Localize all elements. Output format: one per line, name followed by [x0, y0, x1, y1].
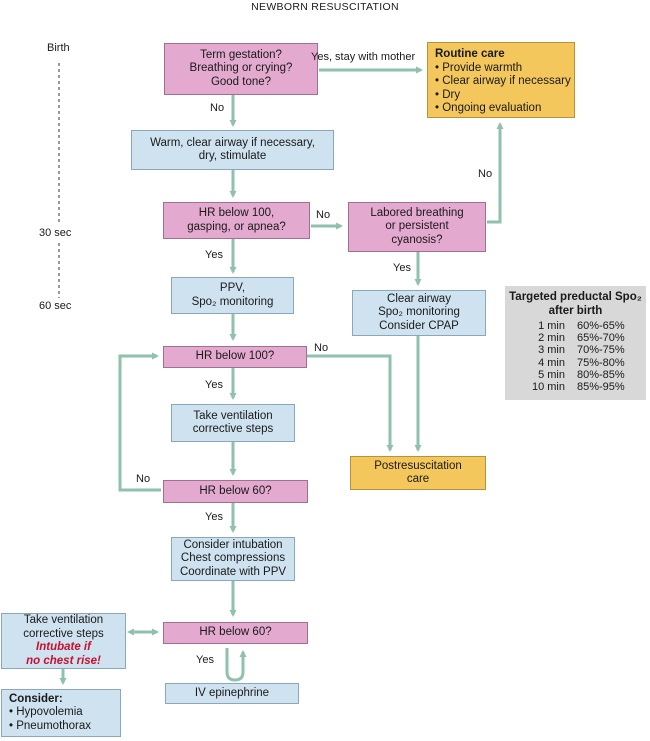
node-line: Postresuscitation [374, 459, 462, 472]
node-line: Take ventilation [193, 409, 273, 422]
spo2-row: 10 min 85%-95% [505, 381, 637, 393]
edge-label-yes: Yes [205, 511, 223, 523]
node-hr-below-60-b: HR below 60? [163, 622, 308, 644]
timeline-birth: Birth [47, 42, 70, 54]
node-line: Chest compressions [180, 552, 286, 565]
spo2-range: 85%-95% [577, 381, 625, 394]
node-line: HR below 100, [198, 207, 275, 219]
spo2-heading: Targeted preductal Spo₂ [509, 291, 642, 303]
arrow-hr60b-epi [225, 648, 247, 682]
node-postresuscitation-care: Postresuscitation care [350, 456, 486, 490]
edge-label-no: No [314, 342, 329, 354]
routine-care-item: Provide warmth [435, 62, 522, 76]
spo2-row: 1 min 60%-65% [505, 320, 637, 332]
node-labored-breathing: Labored breathing or persistent cyanosis… [348, 202, 486, 252]
edge-label-yes: Yes [196, 654, 214, 666]
consider-item: Hypovolemia [9, 706, 82, 720]
edge-label-no: No [136, 473, 151, 485]
consider-item: Pneumothorax [9, 720, 91, 734]
node-line: Consider CPAP [379, 319, 459, 332]
node-line: cyanosis? [391, 233, 443, 246]
node-clear-airway-cpap: Clear airway Spo₂ monitoring Consider CP… [352, 290, 486, 336]
edge-label-yes: Yes [205, 379, 223, 391]
node-routine-care: Routine care Provide warmth Clear airway… [427, 42, 575, 118]
arrow-hr60-loop [118, 352, 161, 492]
spo2-row: 5 min 80%-85% [505, 369, 637, 381]
node-line: PPV, [219, 282, 246, 294]
node-line: care [406, 473, 430, 485]
spo2-row: 2 min 65%-70% [505, 332, 637, 344]
edge-label-no: No [210, 102, 225, 114]
routine-care-item: Ongoing evaluation [435, 102, 541, 116]
edge-label-yes: Yes [393, 262, 411, 274]
node-take-ventilation-2: Take ventilation corrective steps Intuba… [1, 613, 126, 669]
node-line: IV epinephrine [194, 686, 270, 699]
node-line: HR below 60? [199, 484, 272, 497]
timeline-30sec: 30 sec [39, 227, 72, 239]
node-line: Consider intubation [183, 538, 283, 551]
node-consider-intubation: Consider intubation Chest compressions C… [171, 537, 295, 581]
spo2-range: 70%-75% [577, 344, 625, 357]
edge-label-yes: Yes [205, 249, 223, 261]
spo2-time: 5 min [538, 368, 565, 381]
spo2-range: 80%-85% [577, 368, 625, 381]
node-consider: Consider: Hypovolemia Pneumothorax [1, 689, 121, 737]
spo2-time: 2 min [538, 332, 565, 345]
node-line: or persistent [385, 220, 449, 233]
routine-care-heading: Routine care [435, 48, 505, 60]
node-hr-below-60-a: HR below 60? [163, 480, 308, 503]
node-warm-stimulate: Warm, clear airway if necessary, dry, st… [131, 130, 334, 170]
spo2-range: 60%-65% [577, 320, 625, 332]
node-line: dry, stimulate [198, 150, 267, 162]
spo2-range: 75%-80% [577, 356, 625, 369]
spo2-target-panel: Targeted preductal Spo₂ after birth [505, 286, 646, 400]
routine-care-item: Clear airway if necessary [435, 75, 570, 89]
arrow-labored-routine [487, 122, 504, 224]
node-line: Term gestation? [200, 48, 282, 61]
node-line: HR below 60? [199, 626, 272, 639]
node-line: corrective steps [192, 423, 274, 435]
diagram-title: NEWBORN RESUSCITATION [251, 1, 399, 13]
node-line: gasping, or apnea? [187, 220, 286, 233]
edge-label-no: No [478, 168, 493, 180]
intubate-warning: Intubate if [36, 641, 91, 653]
spo2-row: 4 min 75%-80% [505, 357, 637, 369]
node-line: Coordinate with PPV [179, 565, 287, 578]
spo2-time: 1 min [538, 320, 565, 332]
node-line: HR below 100? [195, 350, 275, 363]
node-ppv: PPV, Spo₂ monitoring [171, 277, 294, 314]
edge-label-no: No [316, 209, 331, 221]
spo2-time: 4 min [538, 356, 565, 369]
node-iv-epinephrine: IV epinephrine [165, 683, 299, 704]
node-line: Breathing or crying? [189, 62, 293, 75]
arrow-hr100-post [307, 354, 394, 452]
node-line: Warm, clear airway if necessary, [150, 136, 315, 149]
timeline-60sec: 60 sec [39, 300, 72, 312]
node-line: Spo₂ monitoring [378, 306, 460, 319]
intubate-warning: no chest rise! [26, 654, 101, 667]
node-line: corrective steps [23, 627, 104, 640]
spo2-row: 3 min 70%-75% [505, 344, 637, 356]
node-line: Clear airway [387, 292, 451, 305]
node-hr-below-100-apnea: HR below 100, gasping, or apnea? [163, 202, 310, 239]
node-take-ventilation-1: Take ventilation corrective steps [171, 404, 295, 442]
spo2-range: 65%-70% [577, 332, 625, 345]
spo2-heading: after birth [548, 304, 603, 317]
routine-care-item: Dry [435, 89, 460, 103]
spo2-time: 3 min [538, 344, 565, 357]
node-hr-below-100: HR below 100? [163, 346, 307, 368]
node-line: Spo₂ monitoring [191, 295, 274, 308]
node-line: Take ventilation [23, 614, 104, 626]
node-line: Labored breathing [370, 206, 464, 219]
consider-heading: Consider: [9, 692, 63, 705]
node-initial-assessment: Term gestation? Breathing or crying? Goo… [164, 43, 318, 95]
spo2-target-table: 1 min 60%-65% 2 min 65%-70% 3 min 70%-75% 4… [505, 320, 637, 393]
edge-label-yes-stay: Yes, stay with mother [311, 51, 416, 63]
spo2-time: 10 min [531, 381, 565, 394]
node-line: Good tone? [210, 75, 272, 88]
